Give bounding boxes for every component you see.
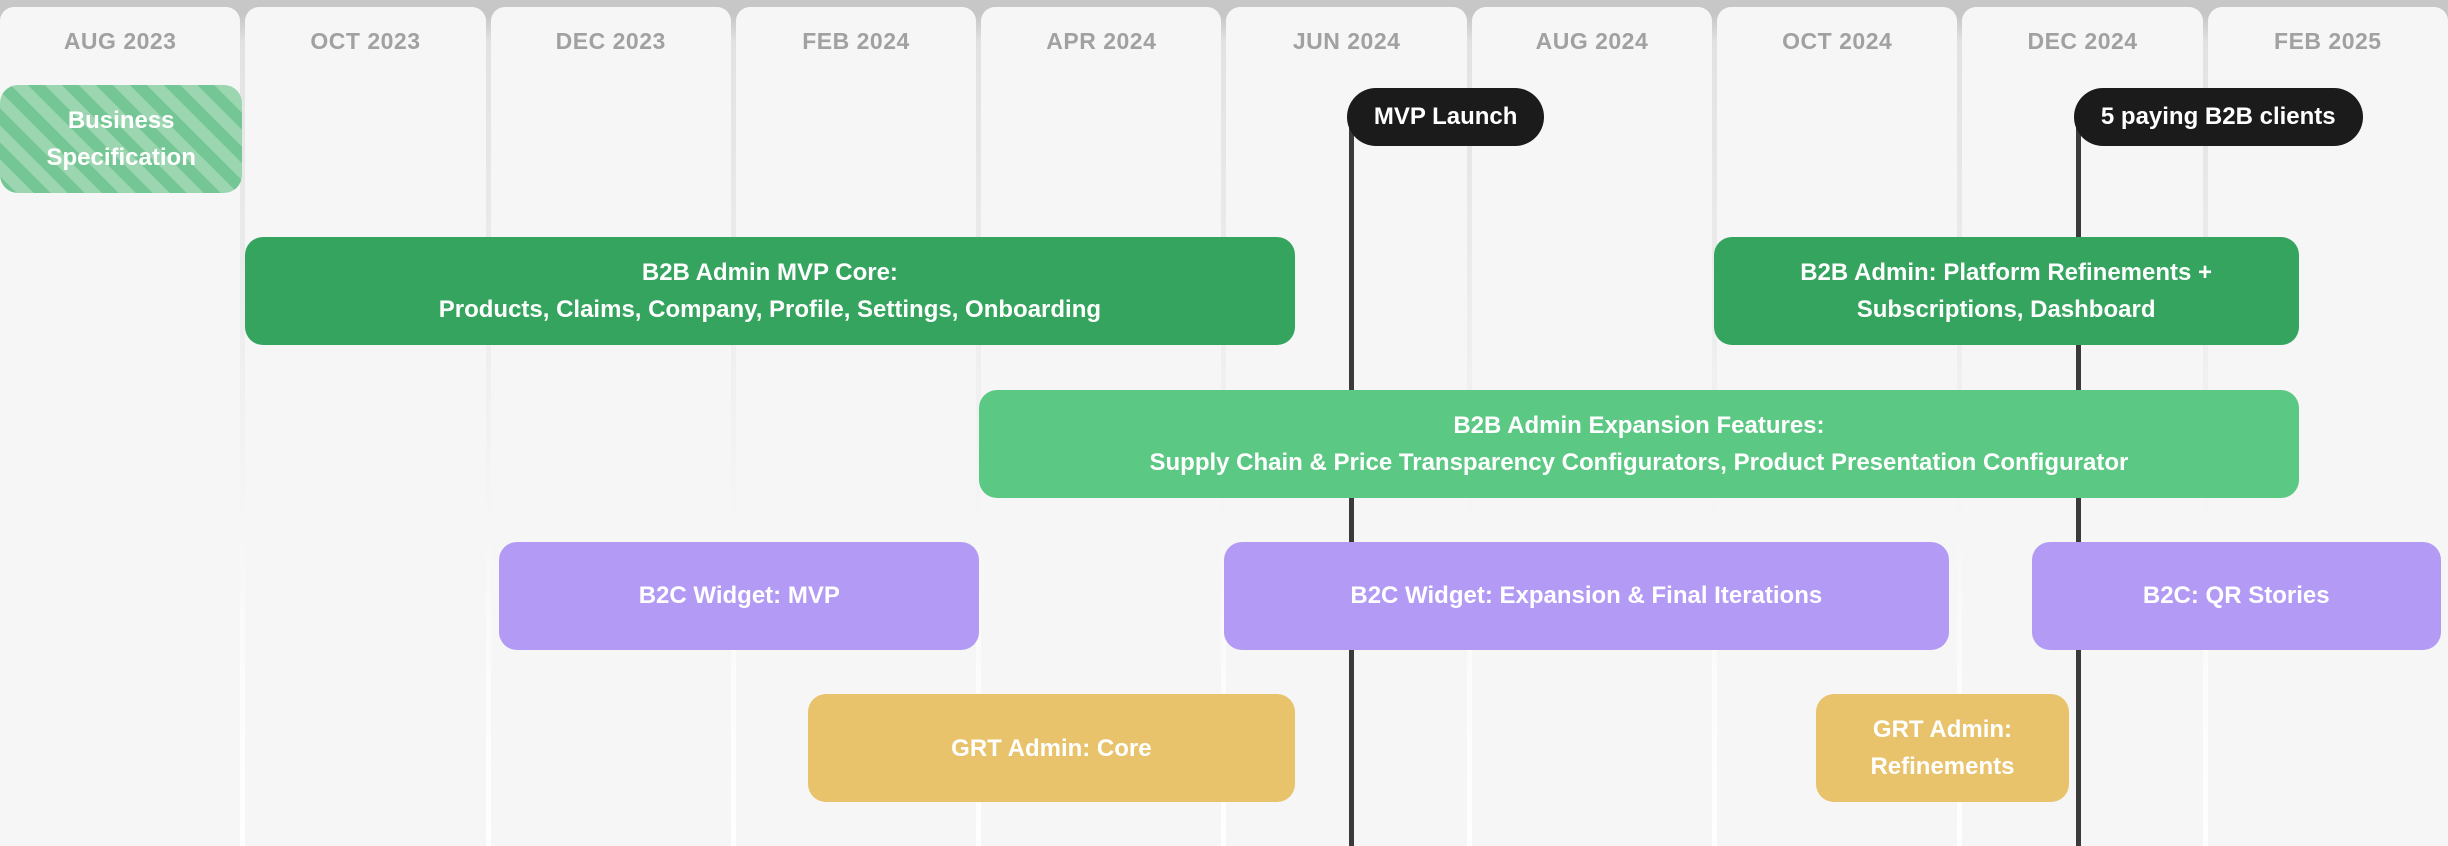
task-label: B2B Admin: Platform Refinements +	[1800, 259, 2213, 287]
month-label: DEC 2023	[555, 28, 666, 54]
month-label: FEB 2024	[802, 28, 910, 54]
task-bar-b2b-admin-mvp-core[interactable]: B2B Admin MVP Core: Products, Claims, Com…	[244, 237, 1295, 346]
task-label: B2B Admin Expansion Features:	[1453, 411, 1825, 439]
task-bar-b2c-widget-mvp[interactable]: B2C Widget: MVP	[499, 541, 980, 650]
month-label: OCT 2023	[310, 28, 421, 54]
task-bar-b2c-widget-expansion-final-iterations[interactable]: B2C Widget: Expansion & Final Iterations	[1224, 541, 1949, 650]
milestone-label: MVP Launch	[1373, 103, 1518, 130]
task-label: Subscriptions, Dashboard	[1856, 296, 2156, 324]
task-label: B2C: QR Stories	[2142, 582, 2330, 610]
month-label: FEB 2025	[2274, 28, 2382, 54]
task-label: Products, Claims, Company, Profile, Sett…	[438, 296, 1102, 324]
month-label: DEC 2024	[2027, 28, 2138, 54]
task-label: Business	[67, 107, 175, 134]
task-bar-grt-admin-refinements[interactable]: GRT Admin: Refinements	[1816, 694, 2069, 803]
task-label: Refinements	[1870, 753, 2015, 781]
month-label: APR 2024	[1046, 28, 1157, 54]
month-label: OCT 2024	[1782, 28, 1893, 54]
milestone-label: 5 paying B2B clients	[2100, 103, 2336, 130]
month-label: AUG 2024	[1535, 28, 1649, 54]
task-label: GRT Admin:	[1872, 716, 2013, 744]
month-column: DEC 2023	[490, 7, 731, 846]
month-column: OCT 2023	[245, 7, 486, 846]
task-bar-grt-admin-core[interactable]: GRT Admin: Core	[807, 694, 1295, 803]
task-bar-b2b-admin-platform-refinements[interactable]: B2B Admin: Platform Refinements + Subscri…	[1713, 237, 2299, 346]
task-label: Specification	[46, 144, 196, 171]
task-label: B2B Admin MVP Core:	[641, 259, 898, 287]
task-label: B2C Widget: Expansion & Final Iterations	[1350, 582, 1823, 610]
task-bar-b2b-admin-expansion-features[interactable]: B2B Admin Expansion Features: Supply Chai…	[979, 389, 2299, 498]
milestone-pill-mvp-launch[interactable]: MVP Launch	[1346, 88, 1545, 146]
task-label: Supply Chain & Price Transparency Config…	[1149, 448, 2129, 476]
task-label: B2C Widget: MVP	[638, 582, 840, 610]
task-bar-b2c-qr-stories[interactable]: B2C: QR Stories	[2031, 541, 2441, 650]
task-label: GRT Admin: Core	[951, 734, 1152, 762]
milestone-pill-five-paying-b2b-clients[interactable]: 5 paying B2B clients	[2073, 88, 2363, 146]
month-label: JUN 2024	[1292, 28, 1401, 54]
month-label: AUG 2023	[63, 28, 177, 54]
